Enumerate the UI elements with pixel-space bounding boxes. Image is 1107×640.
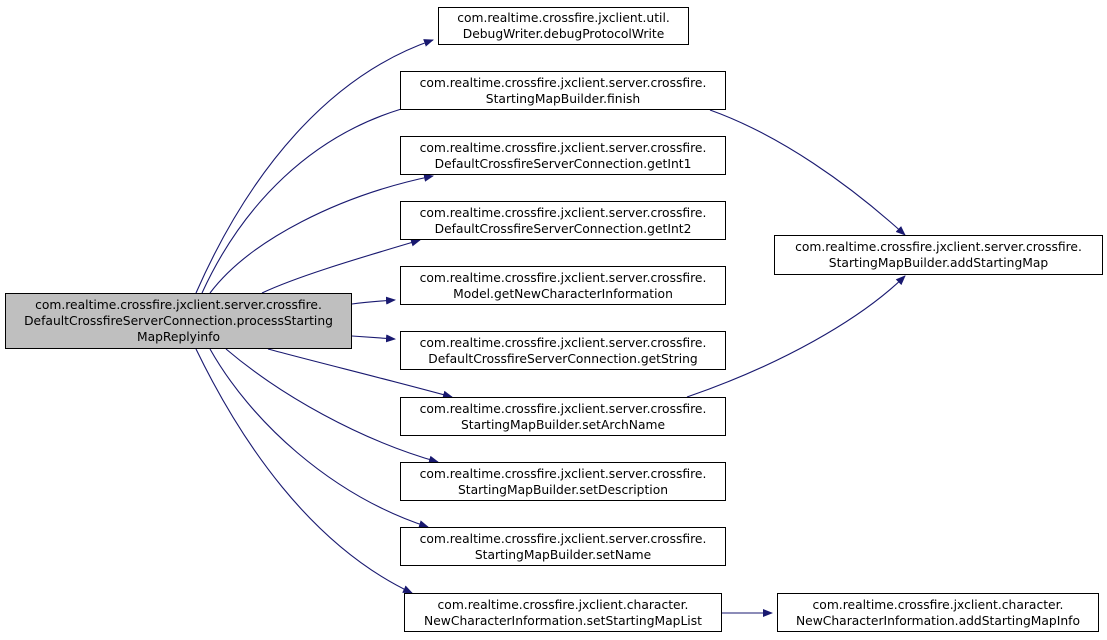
- node-root-line1: com.realtime.crossfire.jxclient.server.c…: [35, 298, 322, 312]
- node-label-line2: NewCharacterInformation.addStartingMapIn…: [795, 613, 1081, 628]
- node-label-line2: StartingMapBuilder.addStartingMap: [828, 256, 1049, 270]
- node-debug-protocol-write[interactable]: com.realtime.crossfire.jxclient.util. De…: [438, 7, 689, 45]
- node-label-line2: Model.getNewCharacterInformation: [453, 286, 673, 301]
- node-label-line2: StartingMapBuilder.setName: [474, 547, 652, 562]
- node-label-line2: DefaultCrossfireServerConnection.getStri…: [428, 351, 698, 366]
- edge-set-arch-name-to-add-starting-map: [686, 275, 906, 398]
- node-set-description[interactable]: com.realtime.crossfire.jxclient.server.c…: [400, 462, 726, 501]
- node-add-starting-map[interactable]: com.realtime.crossfire.jxclient.server.c…: [774, 235, 1103, 275]
- edge-root-to-get-int2: [261, 238, 421, 294]
- node-root-line2: DefaultCrossfireServerConnection.process…: [24, 314, 333, 328]
- edge-finish-to-add-starting-map: [709, 109, 906, 236]
- node-get-new-character-information[interactable]: com.realtime.crossfire.jxclient.server.c…: [400, 266, 726, 305]
- node-label-line2: NewCharacterInformation.setStartingMapLi…: [424, 613, 702, 628]
- node-get-int1[interactable]: com.realtime.crossfire.jxclient.server.c…: [400, 136, 726, 175]
- edge-root-to-set-description: [225, 348, 439, 464]
- node-label-line2: DebugWriter.debugProtocolWrite: [462, 27, 665, 41]
- node-label-line1: com.realtime.crossfire.jxclient.util.: [457, 11, 670, 25]
- edge-root-to-finish: [201, 102, 421, 294]
- node-root[interactable]: com.realtime.crossfire.jxclient.server.c…: [5, 293, 352, 349]
- node-label-line2: StartingMapBuilder.setDescription: [457, 482, 669, 497]
- node-label-line2: DefaultCrossfireServerConnection.getInt1: [434, 156, 692, 171]
- node-set-name[interactable]: com.realtime.crossfire.jxclient.server.c…: [400, 527, 726, 566]
- node-finish[interactable]: com.realtime.crossfire.jxclient.server.c…: [400, 71, 726, 110]
- node-label-line1: com.realtime.crossfire.jxclient.server.c…: [419, 270, 707, 285]
- node-label-line2: StartingMapBuilder.finish: [485, 91, 641, 106]
- node-label-line1: com.realtime.crossfire.jxclient.server.c…: [419, 140, 707, 155]
- node-label-line1: com.realtime.crossfire.jxclient.server.c…: [419, 466, 707, 481]
- node-label-line2: StartingMapBuilder.setArchName: [460, 417, 666, 432]
- node-get-int2[interactable]: com.realtime.crossfire.jxclient.server.c…: [400, 201, 726, 240]
- node-set-arch-name[interactable]: com.realtime.crossfire.jxclient.server.c…: [400, 397, 726, 436]
- edge-root-to-set-starting-map-list: [195, 348, 413, 594]
- node-label-line1: com.realtime.crossfire.jxclient.characte…: [437, 597, 689, 612]
- edge-root-to-get-new-character-information: [351, 296, 396, 305]
- node-label-line1: com.realtime.crossfire.jxclient.server.c…: [419, 75, 707, 90]
- node-label-line1: com.realtime.crossfire.jxclient.server.c…: [795, 240, 1082, 254]
- node-set-starting-map-list[interactable]: com.realtime.crossfire.jxclient.characte…: [404, 593, 722, 632]
- node-label-line1: com.realtime.crossfire.jxclient.server.c…: [419, 531, 707, 546]
- edge-root-to-debug-protocol-write: [195, 39, 434, 294]
- node-label-line1: com.realtime.crossfire.jxclient.server.c…: [419, 335, 707, 350]
- node-label-line2: DefaultCrossfireServerConnection.getInt2: [434, 221, 692, 236]
- node-label-line1: com.realtime.crossfire.jxclient.server.c…: [419, 401, 707, 416]
- node-label-line1: com.realtime.crossfire.jxclient.server.c…: [419, 205, 707, 220]
- node-label-line1: com.realtime.crossfire.jxclient.characte…: [812, 597, 1064, 612]
- edge-root-to-get-string: [351, 334, 396, 343]
- node-add-starting-map-info[interactable]: com.realtime.crossfire.jxclient.characte…: [777, 593, 1099, 632]
- node-get-string[interactable]: com.realtime.crossfire.jxclient.server.c…: [400, 331, 726, 370]
- edge-root-to-set-name: [209, 348, 429, 529]
- edge-root-to-get-int1: [209, 173, 434, 294]
- edge-root-to-set-arch-name: [267, 348, 453, 399]
- node-root-line3: MapReplyinfo: [136, 330, 221, 344]
